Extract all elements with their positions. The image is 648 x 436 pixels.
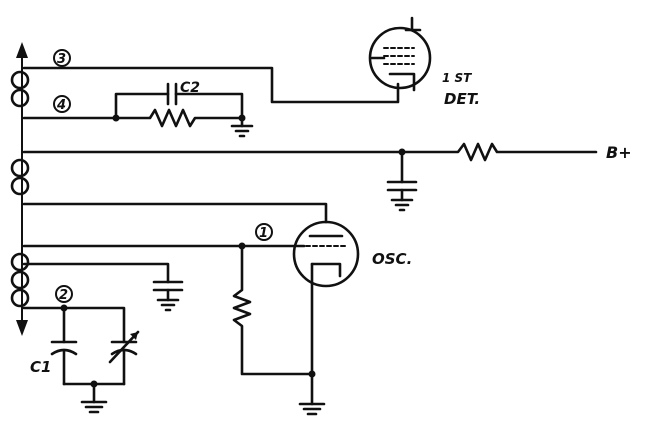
osc-tap-wire <box>22 262 184 312</box>
wire-terminal-4: 4 C2 <box>22 80 254 138</box>
marker-2-circle <box>55 285 73 303</box>
marker-3: 3 <box>57 52 66 67</box>
first-det-superscript: 1 ST <box>442 71 472 85</box>
marker-4: 4 <box>56 98 66 113</box>
marker-1-circle <box>255 223 273 241</box>
detector-coil <box>10 70 30 108</box>
plate-coil <box>10 158 30 196</box>
c1-plate-b <box>50 348 78 356</box>
osc-label: OSC. <box>372 250 412 268</box>
marker-2: 2 <box>59 288 68 303</box>
c1-label: C1 <box>30 358 51 376</box>
osc-plate-wire <box>22 202 328 224</box>
first-det-label: DET. <box>444 90 480 108</box>
wire-terminal-3: 3 <box>22 49 400 104</box>
marker-3-circle <box>53 49 71 67</box>
ganged-tuning-arrow <box>16 42 28 336</box>
b-plus-label: B+ <box>606 143 632 162</box>
b-plus-line: B+ <box>22 142 632 212</box>
tuning-network: 2 C1 <box>22 285 140 414</box>
c2-label: C2 <box>180 80 200 96</box>
marker-1: 1 <box>259 226 268 241</box>
oscillator-tube: OSC. <box>292 220 412 416</box>
marker-4-circle <box>53 95 71 113</box>
first-detector-tube: 1 ST DET. <box>368 16 480 108</box>
oscillator-coil <box>10 252 30 308</box>
